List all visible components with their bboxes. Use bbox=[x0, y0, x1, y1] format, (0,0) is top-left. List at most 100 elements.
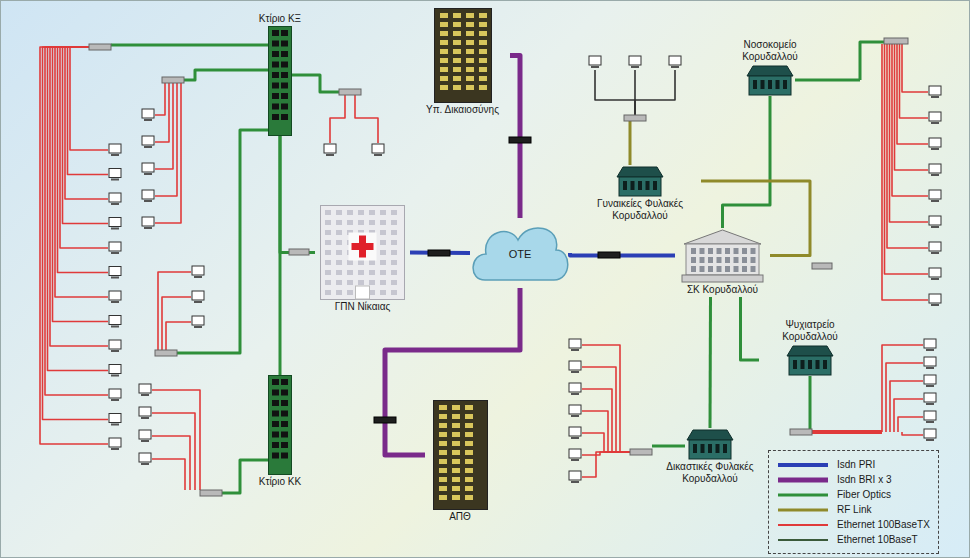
fiber-line bbox=[795, 79, 860, 82]
computer-icon bbox=[192, 316, 204, 328]
computer-icon bbox=[142, 217, 154, 229]
graphic-part bbox=[717, 257, 722, 263]
site-label: ΟΤΕ bbox=[470, 248, 570, 260]
computer-base bbox=[326, 154, 334, 156]
legend-line bbox=[778, 463, 828, 467]
legend-sample bbox=[777, 505, 829, 515]
computer-screen bbox=[109, 291, 121, 300]
graphic-part bbox=[272, 83, 279, 89]
ethernet-line bbox=[158, 272, 191, 350]
computer-icon bbox=[139, 430, 151, 442]
link-line bbox=[723, 96, 771, 228]
graphic-part bbox=[466, 58, 474, 63]
computer-icon bbox=[669, 56, 681, 68]
graphic-part bbox=[439, 477, 447, 482]
graphic-part bbox=[380, 230, 386, 235]
graphic-part bbox=[479, 31, 487, 36]
graphic-part bbox=[693, 444, 697, 453]
network-switch bbox=[624, 115, 646, 121]
computer-screen bbox=[192, 291, 204, 300]
graphic-part bbox=[336, 280, 342, 285]
graphic-part bbox=[272, 62, 279, 68]
graphic-part bbox=[272, 51, 279, 57]
graphic-part bbox=[272, 442, 279, 448]
computer-screen bbox=[142, 217, 154, 226]
link-line bbox=[279, 136, 282, 375]
graphic-part bbox=[358, 270, 364, 275]
site-icon bbox=[268, 26, 292, 136]
ethernet-line bbox=[166, 322, 191, 350]
computer-screen bbox=[929, 294, 941, 303]
graphic-part bbox=[619, 177, 661, 196]
graphic-part bbox=[479, 13, 487, 18]
graphic-part bbox=[358, 210, 364, 215]
computer-base bbox=[926, 403, 934, 405]
ethernet-line bbox=[900, 44, 929, 118]
computer-base bbox=[631, 66, 639, 68]
computer-screen bbox=[669, 56, 681, 65]
graphic-part bbox=[391, 210, 397, 215]
modem bbox=[598, 252, 620, 258]
graphic-part bbox=[452, 423, 460, 428]
computer-base bbox=[931, 148, 939, 150]
graphic-part bbox=[452, 468, 460, 473]
computer-icon bbox=[629, 56, 641, 68]
graphic-part bbox=[272, 379, 279, 385]
graphic-part bbox=[325, 250, 331, 255]
graphic-part bbox=[358, 260, 364, 265]
graphic-part bbox=[452, 441, 460, 446]
hospital-icon bbox=[320, 205, 405, 300]
graphic-part bbox=[325, 230, 331, 235]
site-label: Γυναικείες Φυλακές Κορυδαλλού bbox=[579, 197, 701, 223]
modem bbox=[374, 417, 396, 423]
ethernet-line bbox=[155, 83, 177, 196]
graphic-part bbox=[325, 240, 331, 245]
site-icon bbox=[268, 375, 292, 475]
site-node: ΓΠΝ Νίκαιας bbox=[315, 205, 410, 314]
computer-screen bbox=[929, 112, 941, 121]
computer-base bbox=[111, 350, 119, 352]
graphic-part bbox=[336, 240, 342, 245]
graphic-part bbox=[391, 290, 397, 295]
graphic-part bbox=[783, 80, 787, 89]
graphic-part bbox=[380, 270, 386, 275]
office-building-icon bbox=[434, 8, 492, 103]
ethernet-line bbox=[582, 389, 630, 452]
computer-icon bbox=[569, 361, 581, 373]
graphic-part bbox=[452, 432, 460, 437]
computer-screen bbox=[569, 449, 581, 458]
computer-base bbox=[571, 459, 579, 461]
computer-icon bbox=[569, 471, 581, 483]
graphic-part bbox=[453, 40, 461, 45]
graphic-part bbox=[358, 220, 364, 225]
graphic-part bbox=[391, 270, 397, 275]
graphic-part bbox=[801, 360, 805, 369]
graphic-part bbox=[452, 477, 460, 482]
network-switch bbox=[155, 350, 177, 356]
graphic-part bbox=[380, 240, 386, 245]
graphic-part bbox=[336, 230, 342, 235]
graphic-part bbox=[689, 440, 731, 459]
graphic-part bbox=[466, 22, 474, 27]
computer-icon bbox=[192, 266, 204, 278]
computer-base bbox=[194, 301, 202, 303]
graphic-part bbox=[453, 76, 461, 81]
link-line bbox=[709, 297, 713, 428]
ethernet-line bbox=[40, 47, 108, 444]
graphic-part bbox=[479, 49, 487, 54]
ethernet-line bbox=[898, 417, 923, 432]
computer-icon bbox=[139, 384, 151, 396]
computer-base bbox=[144, 173, 152, 175]
computer-screen bbox=[142, 136, 154, 145]
graphic-part bbox=[380, 260, 386, 265]
graphic-part bbox=[453, 49, 461, 54]
ethernet-line bbox=[635, 70, 675, 115]
computer-icon bbox=[109, 193, 121, 205]
graphic-part bbox=[653, 181, 657, 190]
graphic-part bbox=[439, 441, 447, 446]
computer-screen bbox=[569, 361, 581, 370]
computer-screen bbox=[109, 267, 121, 276]
computer-icon bbox=[569, 427, 581, 439]
graphic-part bbox=[325, 270, 331, 275]
ethernet-line bbox=[48, 47, 109, 371]
